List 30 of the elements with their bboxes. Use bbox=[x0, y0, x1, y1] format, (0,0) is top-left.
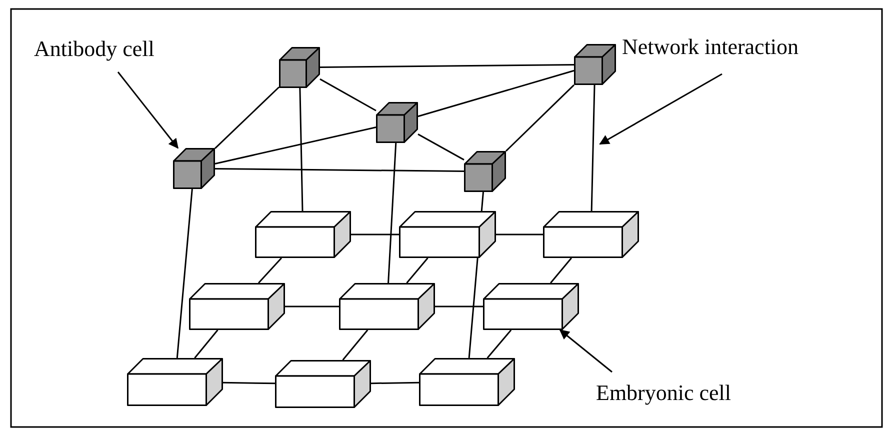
connector-line bbox=[388, 142, 397, 284]
connector-line bbox=[215, 168, 464, 172]
connector-line bbox=[496, 234, 543, 236]
connector-line bbox=[258, 258, 282, 284]
connector-line bbox=[194, 330, 218, 358]
callout-label: Antibody cell bbox=[34, 36, 154, 62]
leader-arrow bbox=[599, 73, 722, 145]
leader-arrow bbox=[559, 329, 612, 373]
connector-line bbox=[406, 258, 428, 284]
connector-line bbox=[435, 306, 483, 308]
connector-line bbox=[285, 306, 339, 308]
connector-line bbox=[299, 88, 304, 212]
connector-line bbox=[214, 86, 280, 149]
callout-label: Network interaction bbox=[622, 34, 799, 60]
connector-line bbox=[214, 126, 376, 164]
connector-line bbox=[418, 70, 574, 118]
connector-line bbox=[486, 330, 512, 358]
connector-line bbox=[590, 84, 596, 212]
connector-line bbox=[351, 234, 399, 236]
connector-line bbox=[342, 330, 368, 360]
connector-line bbox=[418, 134, 464, 160]
leader-arrow bbox=[117, 72, 178, 149]
connector-line bbox=[222, 382, 276, 384]
connector-line bbox=[505, 84, 575, 152]
connector-line bbox=[320, 64, 574, 68]
callout-label: Embryonic cell bbox=[596, 380, 732, 406]
connector-line bbox=[320, 78, 376, 112]
connector-line bbox=[370, 382, 420, 384]
connector-line bbox=[176, 188, 193, 358]
connector-line bbox=[550, 258, 572, 284]
